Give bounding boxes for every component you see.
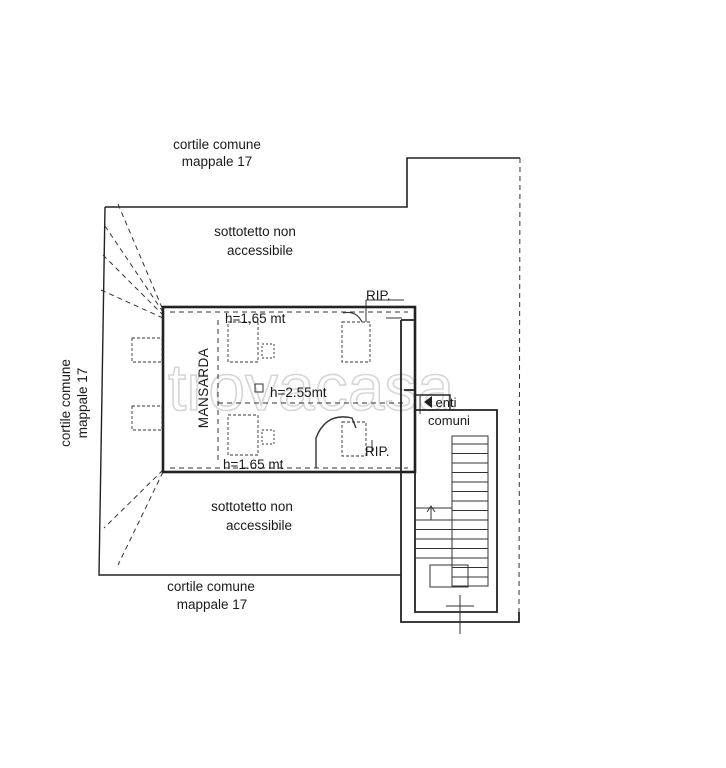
stair-steps <box>415 443 488 578</box>
sottotetto-bottom-line2: accessibile <box>226 518 292 533</box>
cortile-bottom-line2: mappale 17 <box>177 597 248 612</box>
sottotetto-bottom-label: sottotetto non accessibile <box>211 499 293 533</box>
watermark: trovacasa <box>168 350 454 424</box>
stair-block <box>400 319 520 634</box>
outer-left-wall <box>98 206 401 576</box>
cortile-top-line2: mappale 17 <box>182 154 253 169</box>
cortile-bottom-label: cortile comune mappale 17 <box>167 579 255 612</box>
ridge-square-marker <box>254 383 264 393</box>
mansarda-label: MANSARDA <box>196 348 211 429</box>
rip-bottom-label: RIP. <box>365 444 390 459</box>
enti-comuni-label: enti comuni <box>428 395 470 428</box>
outer-outline <box>105 157 520 208</box>
cortile-left-label: cortile comune mappale 17 <box>58 359 90 447</box>
height-bottom-label: h=1.65 mt <box>223 457 284 472</box>
enti-comuni-line1: enti <box>436 395 457 410</box>
height-center-label: h=2.55mt <box>270 385 327 400</box>
roof-hip-lines <box>100 203 164 566</box>
cortile-top-line1: cortile comune <box>173 137 261 152</box>
entrance-arrow-icon <box>424 396 432 408</box>
height-top-label: h=1,65 mt <box>225 311 286 326</box>
cortile-left-line1: cortile comune <box>58 359 73 447</box>
door-swing <box>315 416 357 468</box>
enti-comuni-line2: comuni <box>428 413 470 428</box>
sottotetto-top-line2: accessibile <box>227 243 293 258</box>
cortile-top-label: cortile comune mappale 17 <box>173 137 261 169</box>
sottotetto-top-line1: sottotetto non <box>214 224 296 239</box>
rip-top-label: RIP. <box>366 288 391 303</box>
sottotetto-top-label: sottotetto non accessibile <box>214 224 296 258</box>
door-swing-top <box>342 311 363 323</box>
cortile-left-line2: mappale 17 <box>75 368 90 439</box>
right-boundary-dashed <box>518 157 521 613</box>
cortile-bottom-line1: cortile comune <box>167 579 255 594</box>
sottotetto-bottom-line1: sottotetto non <box>211 499 293 514</box>
